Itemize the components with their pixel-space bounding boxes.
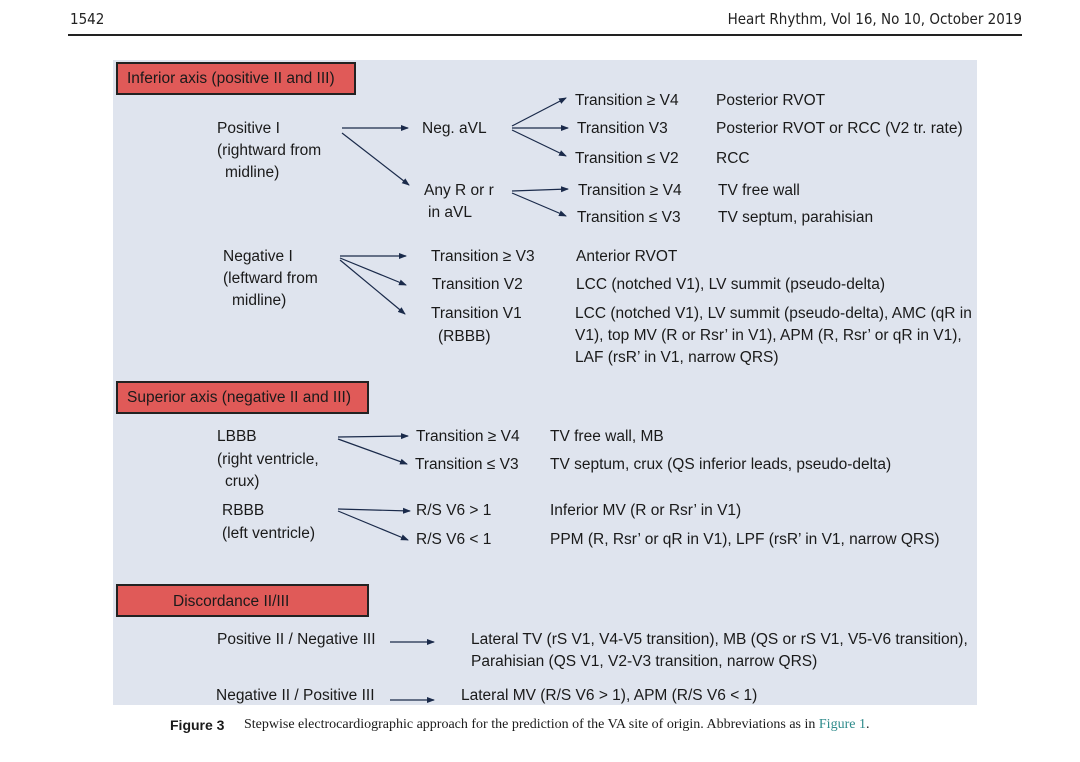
rbbb-transition-lt1: R/S V6 < 1 bbox=[416, 531, 492, 548]
rbbb-origin-gt1: Inferior MV (R or Rsr’ in V1) bbox=[550, 502, 742, 519]
neg-avl-transition-v4: Transition ≥ V4 bbox=[575, 92, 679, 109]
lbbb-origin-v4: TV free wall, MB bbox=[550, 428, 664, 445]
neg-avl-origin-v3: Posterior RVOT or RCC (V2 tr. rate) bbox=[716, 120, 963, 137]
page-number: 1542 bbox=[70, 10, 105, 28]
any-r-line-2: in aVL bbox=[428, 204, 472, 221]
lbbb-line-2: (right ventricle, bbox=[217, 451, 319, 468]
figure-caption: Stepwise electrocardiographic approach f… bbox=[244, 717, 869, 733]
negative-i-transition-v1: Transition V1 bbox=[431, 305, 522, 322]
negative-i-transition-v2: Transition V2 bbox=[432, 276, 523, 293]
figure-label: Figure 3 bbox=[170, 717, 225, 733]
inferior-axis-box: Inferior axis (positive II and III) bbox=[116, 62, 356, 95]
any-r-transition-v4: Transition ≥ V4 bbox=[578, 182, 682, 199]
discordance-pattern-1: Positive II / Negative III bbox=[217, 631, 376, 648]
lbbb-transition-v4: Transition ≥ V4 bbox=[416, 428, 520, 445]
rbbb-origin-lt1: PPM (R, Rsr’ or qR in V1), LPF (rsR’ in … bbox=[550, 531, 940, 548]
lbbb-line-1: LBBB bbox=[217, 428, 257, 445]
neg-avl-transition-v3: Transition V3 bbox=[577, 120, 668, 137]
neg-avl-origin-v4: Posterior RVOT bbox=[716, 92, 826, 109]
lbbb-origin-v3: TV septum, crux (QS inferior leads, pseu… bbox=[550, 456, 892, 473]
negative-i-transition-v3: Transition ≥ V3 bbox=[431, 248, 535, 265]
figure-1-link[interactable]: Figure 1 bbox=[818, 717, 866, 732]
discordance-origin-2: Lateral MV (R/S V6 > 1), APM (R/S V6 < 1… bbox=[461, 687, 758, 704]
negative-i-origin-v3: Anterior RVOT bbox=[576, 248, 678, 265]
discordance-pattern-2: Negative II / Positive III bbox=[216, 687, 375, 704]
lbbb-line-3: crux) bbox=[225, 473, 260, 490]
positive-i-line-3: midline) bbox=[225, 164, 280, 181]
negative-i-line-2: (leftward from bbox=[223, 270, 318, 287]
neg-avl-transition-v2: Transition ≤ V2 bbox=[575, 150, 679, 167]
negative-i-line-1: Negative I bbox=[223, 248, 293, 265]
negative-i-line-3: midline) bbox=[232, 292, 287, 309]
negative-i-origin-v1: LCC (notched V1), LV summit (pseudo-delt… bbox=[575, 305, 972, 366]
discordance-box: Discordance II/III bbox=[116, 584, 369, 617]
journal-reference: Heart Rhythm, Vol 16, No 10, October 201… bbox=[727, 10, 1022, 28]
lbbb-transition-v3: Transition ≤ V3 bbox=[415, 456, 519, 473]
header-rule bbox=[68, 34, 1022, 36]
superior-axis-box: Superior axis (negative II and III) bbox=[116, 381, 369, 414]
neg-avl-origin-v2: RCC bbox=[716, 150, 750, 167]
any-r-transition-v3: Transition ≤ V3 bbox=[577, 209, 681, 226]
any-r-origin-v4: TV free wall bbox=[718, 182, 800, 199]
neg-avl-label: Neg. aVL bbox=[422, 120, 487, 137]
positive-i-line-2: (rightward from bbox=[217, 142, 322, 159]
rbbb-transition-gt1: R/S V6 > 1 bbox=[416, 502, 492, 519]
any-r-line-1: Any R or r bbox=[424, 182, 494, 199]
caption-text: Stepwise electrocardiographic approach f… bbox=[244, 717, 819, 732]
discordance-origin-1: Lateral TV (rS V1, V4-V5 transition), MB… bbox=[471, 631, 968, 670]
negative-i-transition-v1-note: (RBBB) bbox=[438, 328, 491, 345]
caption-end: . bbox=[865, 717, 870, 732]
positive-i-line-1: Positive I bbox=[217, 120, 280, 137]
rbbb-line-1: RBBB bbox=[222, 502, 265, 519]
negative-i-origin-v2: LCC (notched V1), LV summit (pseudo-delt… bbox=[576, 276, 885, 293]
any-r-origin-v3: TV septum, parahisian bbox=[718, 209, 874, 226]
rbbb-line-2: (left ventricle) bbox=[222, 525, 316, 542]
